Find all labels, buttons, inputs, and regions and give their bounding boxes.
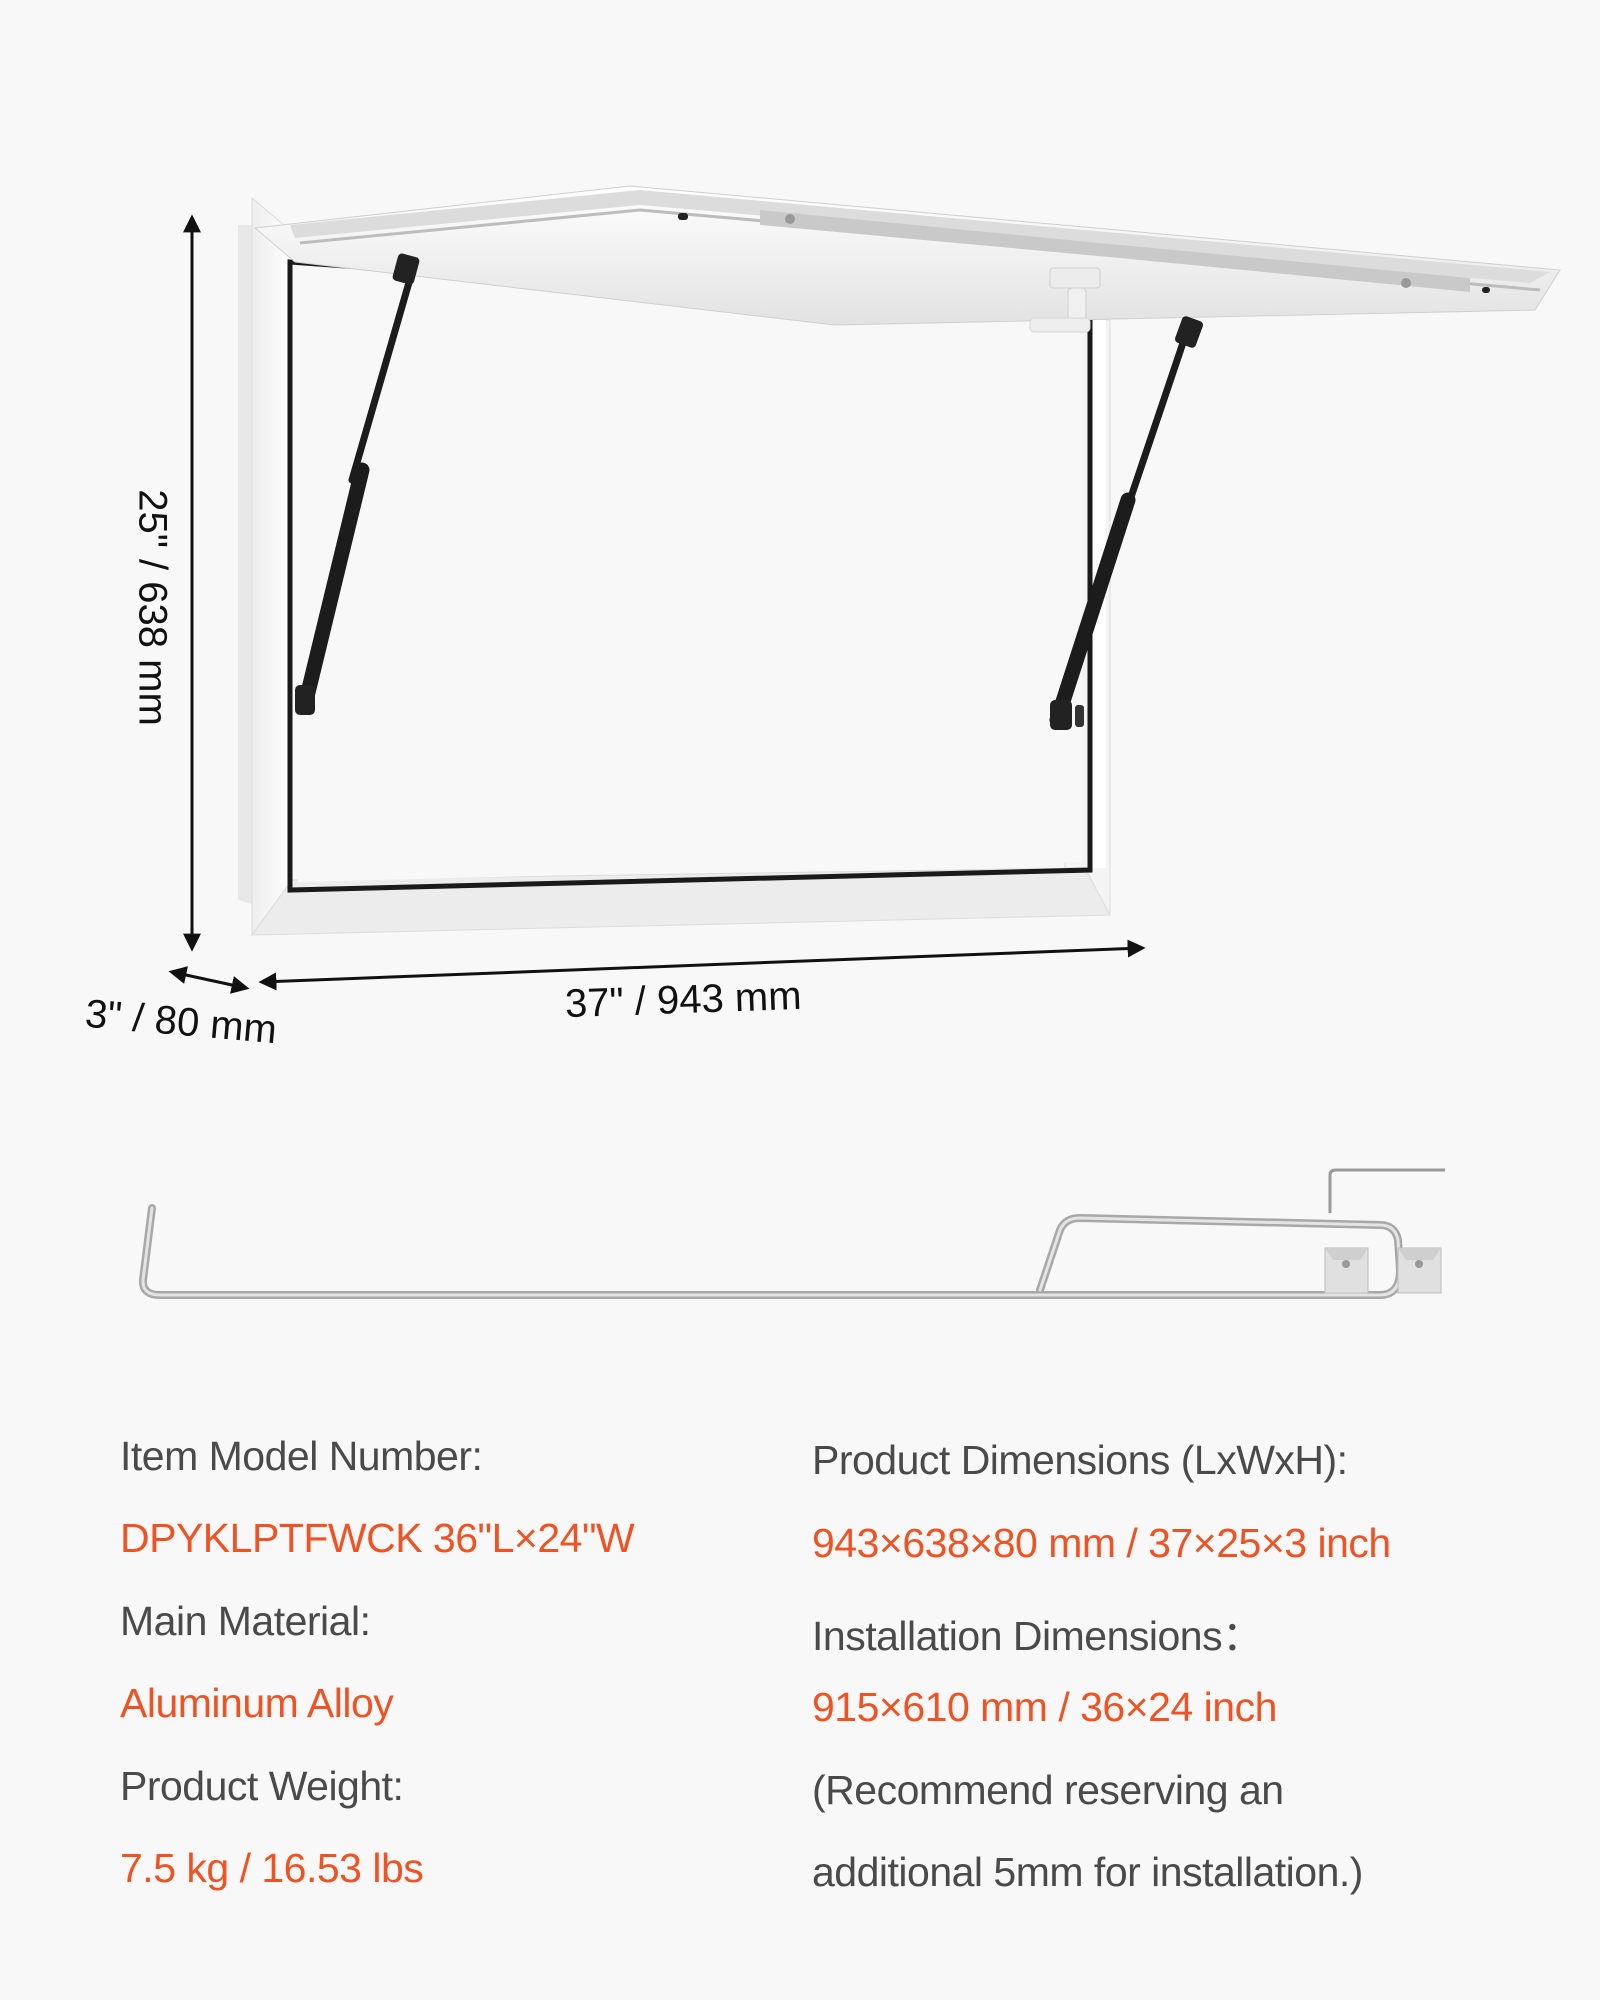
product-weight-value: 7.5 kg / 16.53 lbs xyxy=(120,1845,424,1891)
depth-dimension-arrow xyxy=(168,966,250,994)
product-weight-label: Product Weight: xyxy=(120,1763,404,1809)
mounting-clip-1 xyxy=(1324,1247,1369,1294)
product-diagram: 25" / 638 mm 37" / 943 mm 3" / 80 mm xyxy=(83,185,1561,1052)
product-dimensions-value: 943×638×80 mm / 37×25×3 inch xyxy=(812,1520,1391,1566)
main-material-value: Aluminum Alloy xyxy=(120,1680,394,1726)
model-number-label: Item Model Number: xyxy=(120,1433,483,1479)
width-dimension-arrow xyxy=(258,939,1146,991)
installation-dimensions-value: 915×610 mm / 36×24 inch xyxy=(812,1684,1277,1730)
frame-flange xyxy=(238,225,255,905)
installation-note-line1: (Recommend reserving an xyxy=(812,1767,1284,1813)
accessories-row xyxy=(0,1150,1600,1330)
hex-key xyxy=(1328,1168,1445,1213)
model-number-value: DPYKLPTFWCK 36"L×24"W xyxy=(120,1515,635,1561)
installation-dimensions-label: Installation Dimensions： xyxy=(812,1613,1263,1659)
window-illustration xyxy=(168,185,1561,994)
mounting-clip-2 xyxy=(1397,1247,1442,1294)
main-material-label: Main Material: xyxy=(120,1598,371,1644)
installation-note-line2: additional 5mm for installation.) xyxy=(812,1849,1363,1895)
product-dimensions-label: Product Dimensions (LxWxH): xyxy=(812,1437,1348,1483)
height-dimension-label: 25" / 638 mm xyxy=(130,489,175,726)
width-dimension-label: 37" / 943 mm xyxy=(564,973,803,1027)
prop-rod xyxy=(138,1204,1404,1299)
